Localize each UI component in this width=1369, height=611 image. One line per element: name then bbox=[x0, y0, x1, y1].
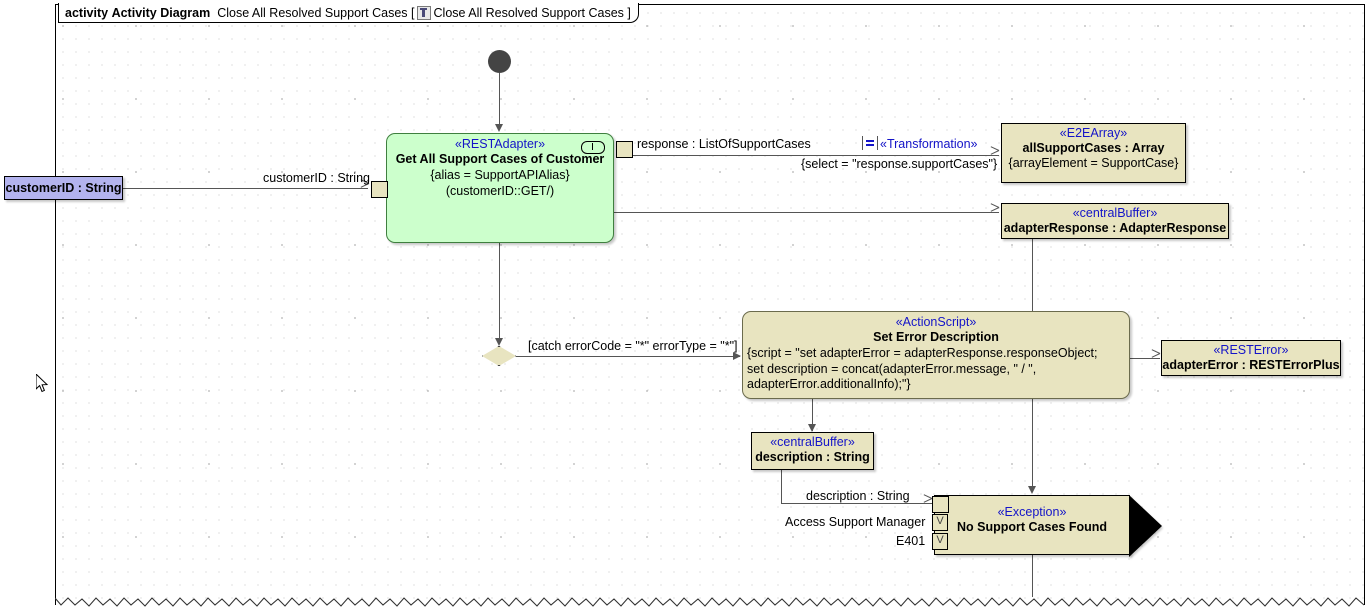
array-property: {arrayElement = SupportCase} bbox=[1008, 156, 1179, 170]
array-stereotype: «E2EArray» bbox=[1059, 126, 1128, 140]
exception-stereotype: «Exception» bbox=[997, 505, 1067, 519]
action-stereotype: «RESTAdapter» bbox=[454, 137, 546, 151]
edge-label-customerid: customerID : String bbox=[263, 171, 370, 185]
label-access-support-manager: Access Support Manager bbox=[785, 515, 926, 529]
edge-script-to-description bbox=[812, 399, 813, 431]
diagram-icon bbox=[416, 5, 431, 20]
buffer-stereotype: «centralBuffer» bbox=[1072, 206, 1158, 220]
arrowhead-adapter-to-decision bbox=[495, 338, 503, 346]
frame-keyword: activity bbox=[65, 5, 109, 20]
buffer-name: adapterResponse : AdapterResponse bbox=[1003, 221, 1227, 235]
pin-exception-description[interactable] bbox=[932, 496, 949, 513]
arrowhead-adapter-to-buffer bbox=[990, 207, 1000, 217]
edge-param-to-adapter bbox=[123, 188, 368, 189]
edge-script-to-resterror bbox=[1130, 358, 1160, 359]
arrowhead-script-to-description bbox=[808, 424, 816, 432]
action-get-all-support-cases[interactable]: «RESTAdapter» Get All Support Cases of C… bbox=[386, 133, 614, 243]
script-name: Set Error Description bbox=[873, 330, 999, 344]
action-alias: {alias = SupportAPIAlias} bbox=[430, 168, 570, 182]
label-error-code: E401 bbox=[896, 534, 926, 548]
arrowhead-script-to-exception bbox=[1028, 486, 1036, 494]
description-name: description : String bbox=[755, 450, 870, 464]
description-stereotype: «centralBuffer» bbox=[770, 435, 855, 449]
edge-label-transformation: «Transformation» bbox=[880, 137, 978, 151]
activity-parameter-customerid[interactable]: customerID : String bbox=[4, 176, 123, 200]
object-node-adapter-error[interactable]: «RESTError» adapterError : RESTErrorPlus bbox=[1161, 340, 1341, 376]
pin-exception-error-code[interactable]: V bbox=[932, 533, 948, 550]
resterror-name: adapterError : RESTErrorPlus bbox=[1162, 358, 1340, 372]
array-name: allSupportCases : Array bbox=[1022, 141, 1165, 155]
exception-node-no-support-cases-found[interactable]: «Exception» No Support Cases Found bbox=[934, 495, 1130, 555]
edge-adapter-to-buffer bbox=[614, 212, 999, 213]
resterror-stereotype: «RESTError» bbox=[1213, 343, 1289, 357]
object-node-adapter-response[interactable]: «centralBuffer» adapterResponse : Adapte… bbox=[1001, 203, 1229, 239]
exception-arrow-point bbox=[1129, 495, 1162, 557]
pin-adapter-output-response[interactable] bbox=[616, 141, 633, 158]
initial-node[interactable] bbox=[488, 50, 511, 73]
arrowhead-decision-to-script bbox=[733, 352, 741, 360]
edge-decision-to-script bbox=[516, 356, 740, 357]
edge-label-response: response : ListOfSupportCases bbox=[637, 137, 811, 151]
frame-bracket-open: [ bbox=[411, 5, 415, 20]
edge-buffer-to-script bbox=[1032, 239, 1033, 334]
edge-initial-to-adapter bbox=[499, 73, 500, 125]
action-set-error-description[interactable]: «ActionScript» Set Error Description {sc… bbox=[742, 311, 1130, 399]
mouse-pointer bbox=[35, 372, 50, 399]
decision-node[interactable] bbox=[482, 346, 516, 366]
edge-script-to-exception bbox=[1032, 399, 1033, 489]
edge-label-catch-guard: [catch errorCode = "*" errorType = "*"] bbox=[528, 339, 738, 353]
edge-adapter-to-decision bbox=[499, 243, 500, 343]
transformation-icon bbox=[862, 136, 878, 150]
pin-exception-access-support-manager[interactable]: V bbox=[932, 514, 948, 531]
edge-label-select: {select = "response.supportCases"} bbox=[801, 157, 998, 171]
action-operation: (customerID::GET/) bbox=[445, 184, 555, 198]
exception-name: No Support Cases Found bbox=[957, 520, 1107, 534]
pin-adapter-input-customerid[interactable] bbox=[371, 181, 388, 198]
arrowhead-initial-to-adapter bbox=[495, 124, 503, 132]
edge-exception-down bbox=[1032, 555, 1033, 597]
param-label: customerID : String bbox=[5, 180, 122, 195]
action-name: Get All Support Cases of Customer bbox=[395, 152, 605, 166]
frame-name: Close All Resolved Support Cases bbox=[217, 5, 408, 20]
torn-edge bbox=[55, 596, 1365, 610]
object-node-all-support-cases[interactable]: «E2EArray» allSupportCases : Array {arra… bbox=[1001, 123, 1186, 183]
frame-diagram-type: Activity Diagram bbox=[111, 5, 211, 20]
script-body: {script = "set adapterError = adapterRes… bbox=[747, 346, 1098, 391]
frame-bracket-close: ] bbox=[627, 5, 631, 20]
edge-description-down bbox=[781, 470, 782, 503]
frame-qualified-name: Close All Resolved Support Cases bbox=[433, 5, 624, 20]
edge-adapter-to-array bbox=[631, 155, 999, 156]
arrowhead-script-to-resterror bbox=[1151, 353, 1161, 363]
call-behavior-icon bbox=[581, 141, 605, 154]
frame-header: activity Activity Diagram Close All Reso… bbox=[58, 3, 639, 23]
edge-description-to-exception bbox=[781, 503, 932, 504]
diagram-frame bbox=[55, 4, 1365, 605]
script-stereotype: «ActionScript» bbox=[895, 315, 977, 329]
edge-label-description: description : String bbox=[806, 489, 910, 503]
object-node-description[interactable]: «centralBuffer» description : String bbox=[751, 432, 874, 470]
